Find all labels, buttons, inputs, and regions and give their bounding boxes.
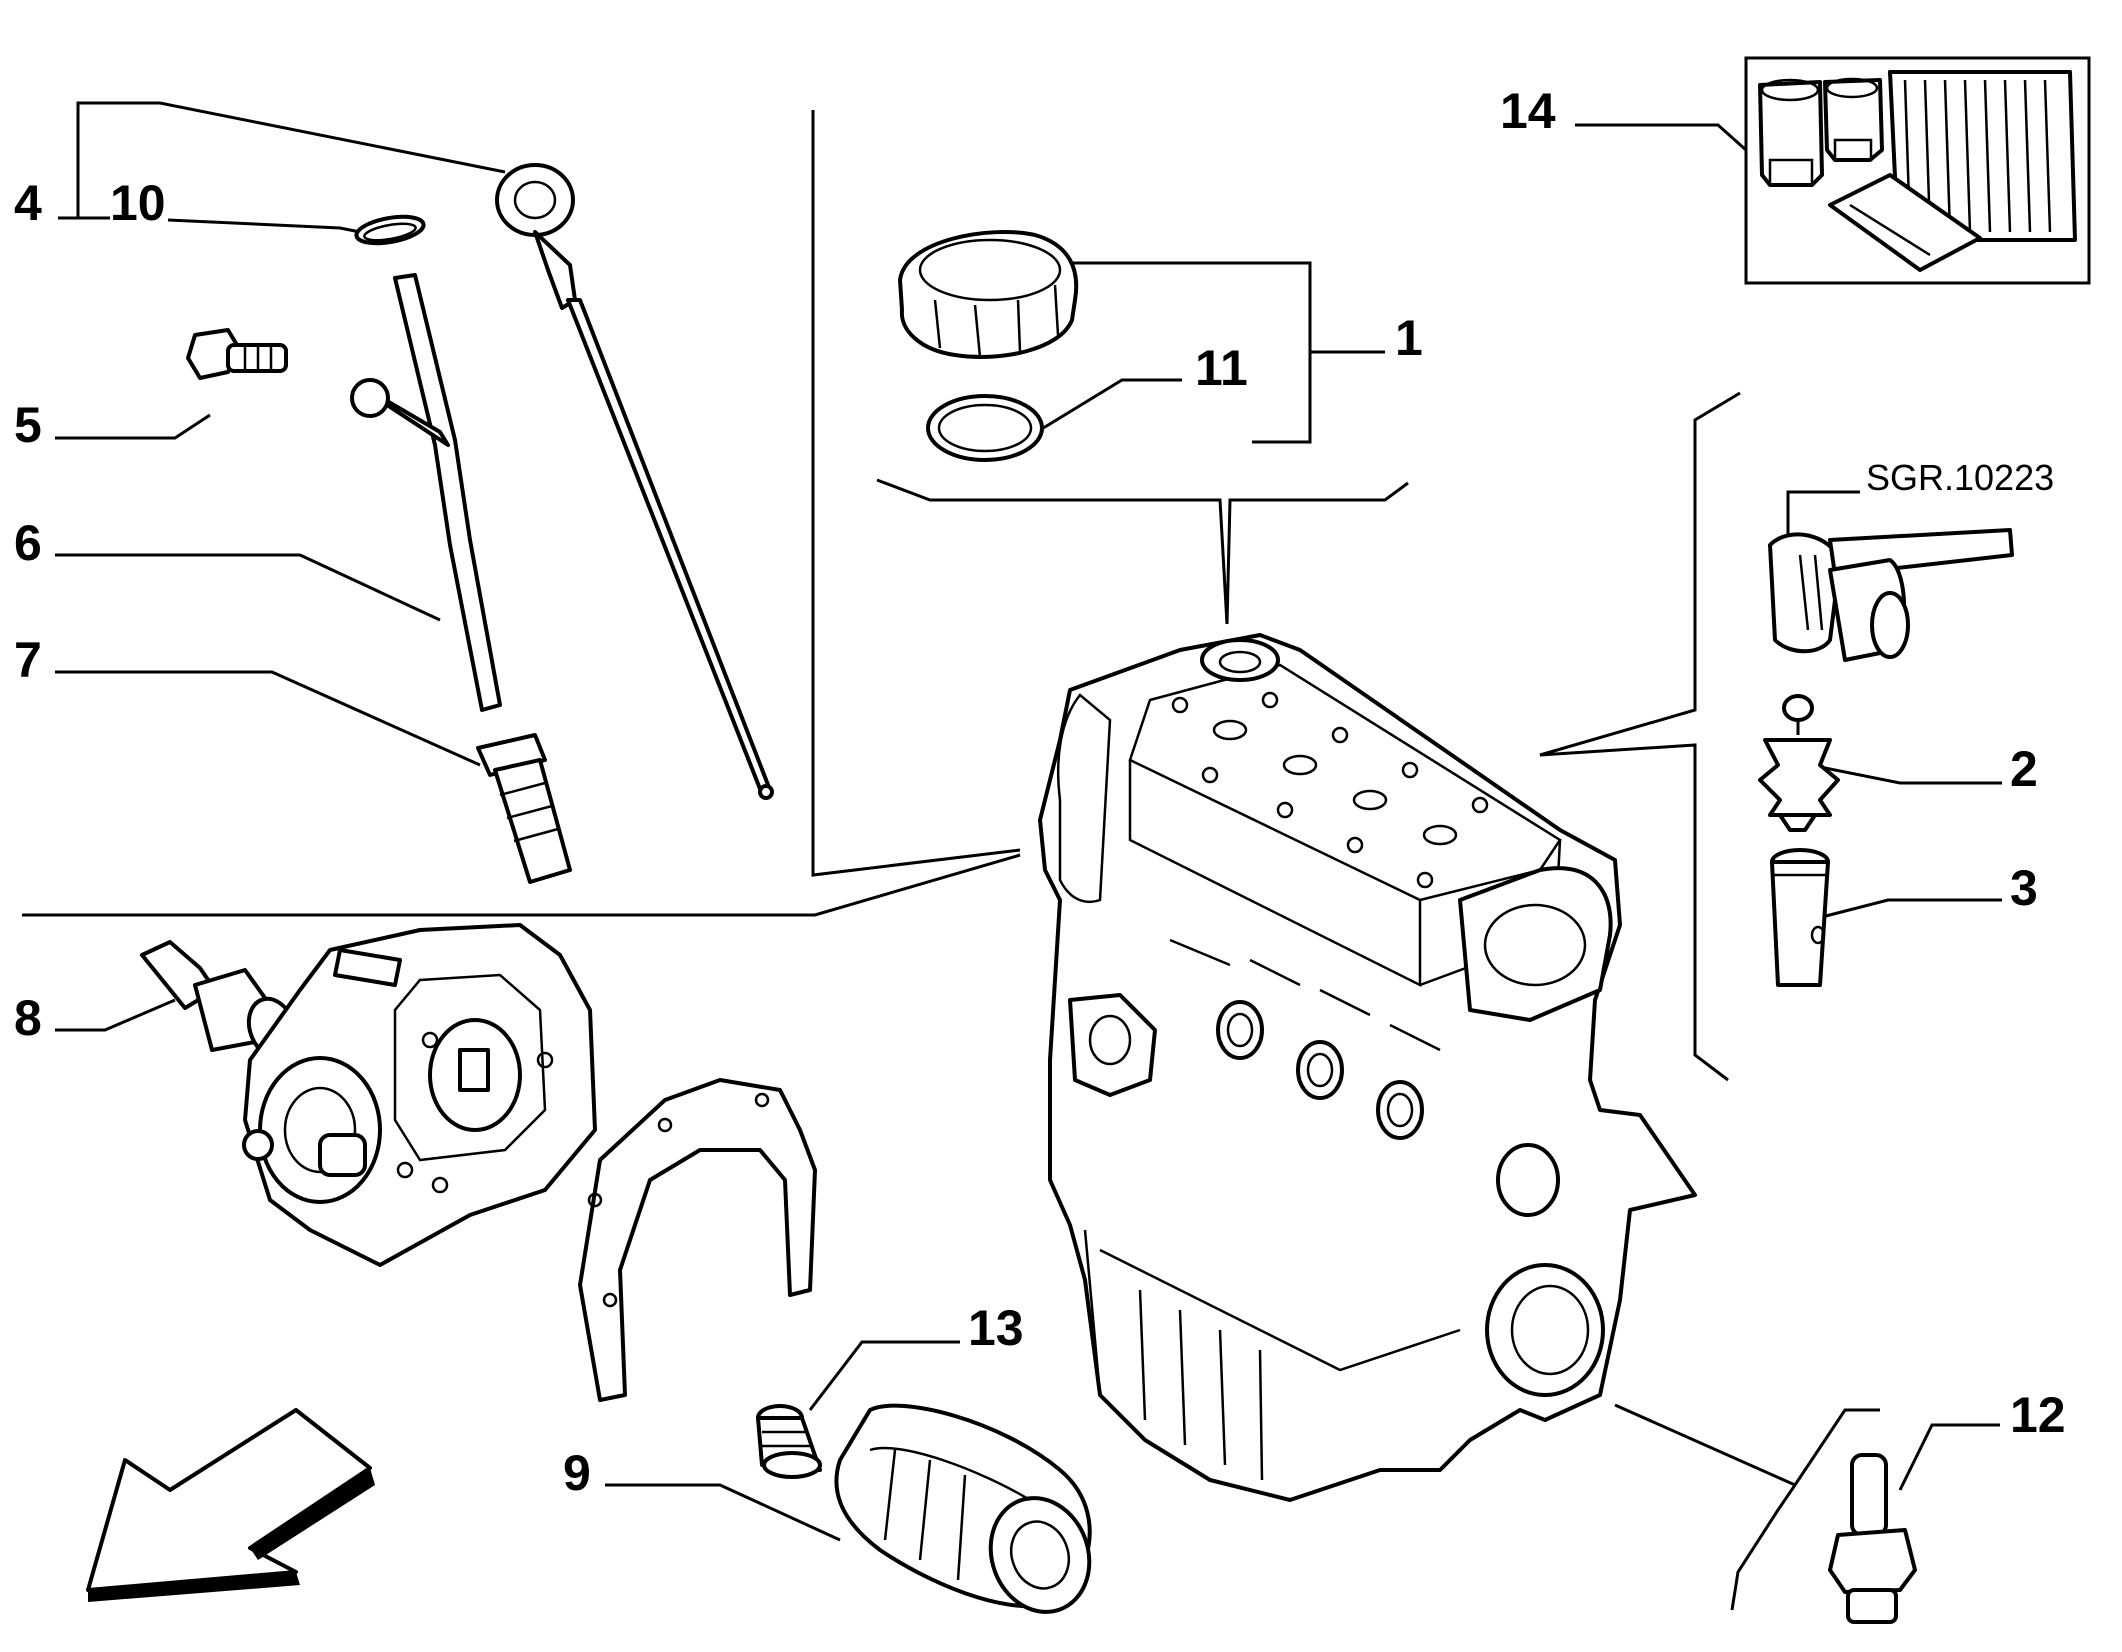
callout-8: 8 [14, 990, 42, 1046]
bolt-icon [186, 328, 288, 380]
callout-12: 12 [2010, 1387, 2066, 1443]
callout-11: 11 [1195, 340, 1248, 396]
callout-labels: 1 2 3 4 5 6 7 8 9 10 11 12 13 14 SGR.102… [14, 83, 2066, 1501]
grommet-icon [476, 733, 572, 884]
callout-2: 2 [2010, 741, 2038, 797]
drain-plug-icon [756, 1404, 822, 1479]
breather-connector-icon [1768, 528, 2014, 662]
callout-1: 1 [1395, 310, 1423, 366]
callout-7: 7 [14, 632, 42, 688]
leader-lines [22, 101, 2002, 1611]
cap-seal-ring-icon [926, 394, 1044, 462]
dipstick-tube-icon [350, 273, 502, 712]
union-fitting-icon [1828, 1453, 1917, 1624]
callout-9: 9 [563, 1445, 591, 1501]
pump-gasket-icon [578, 1078, 817, 1402]
seal-ring-icon [354, 214, 426, 246]
sleeve-icon [1770, 848, 1830, 987]
dipstick-icon [495, 163, 774, 800]
valve-spring-part-icon [1758, 694, 1840, 832]
callout-13: 13 [968, 1300, 1024, 1356]
oil-filler-cap-icon [898, 230, 1079, 359]
callout-5: 5 [14, 397, 42, 453]
direction-arrow-icon [86, 1408, 375, 1602]
oil-pump-icon [242, 923, 597, 1267]
callout-3: 3 [2010, 860, 2038, 916]
engine-assembly-icon [1038, 633, 1697, 1502]
callout-14: 14 [1500, 83, 1556, 139]
filter-kit-icon [1744, 56, 2091, 285]
reference-code: SGR.10223 [1866, 457, 2054, 498]
callout-6: 6 [14, 515, 42, 571]
callout-4: 4 [14, 175, 42, 231]
oil-filter-icon [834, 1403, 1092, 1614]
callout-10: 10 [110, 175, 166, 231]
